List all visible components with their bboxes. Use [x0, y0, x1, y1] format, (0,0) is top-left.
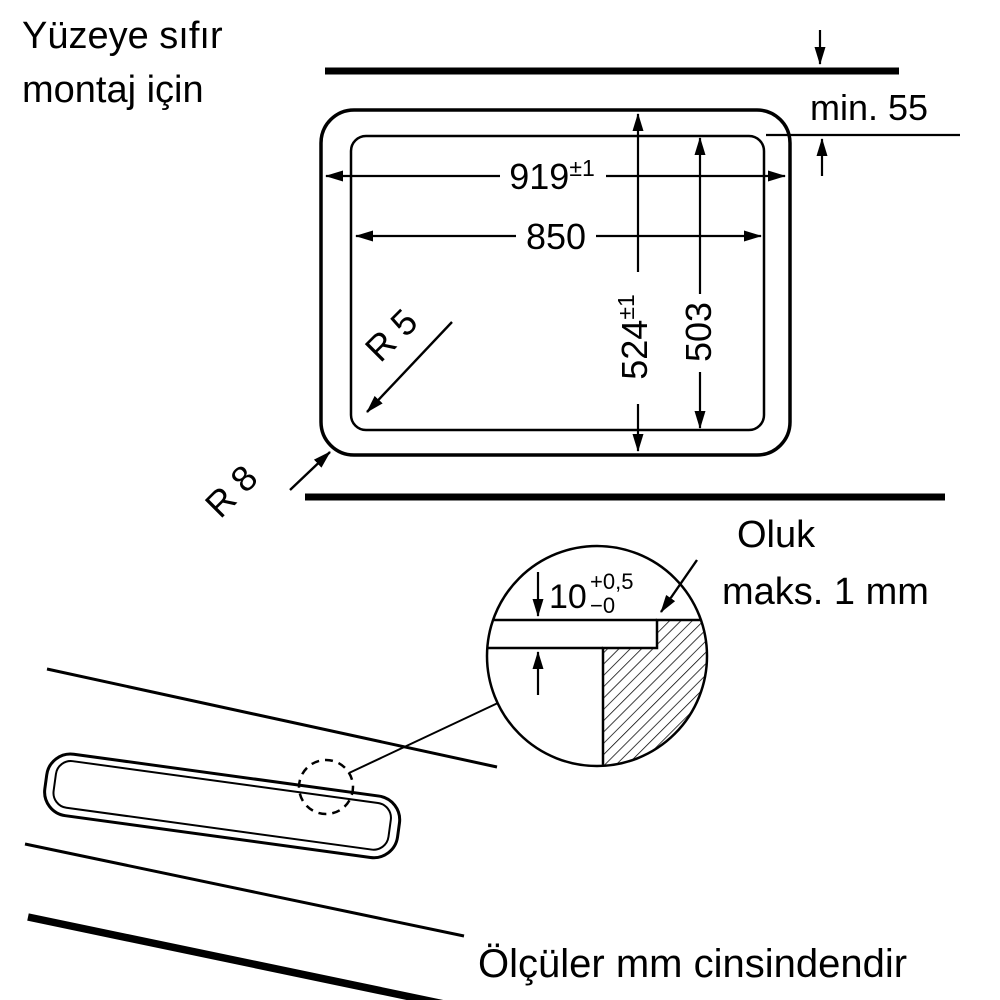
rebate-depth-label: 10	[549, 578, 587, 616]
dim-inner-height-mask	[684, 294, 716, 372]
dim-outer-height-mask	[620, 272, 656, 404]
cutout-perspective	[43, 752, 402, 860]
worktop-perspective-top-edge	[46, 667, 498, 769]
groove-arrow	[660, 559, 698, 613]
min-distance-label: min. 55	[810, 87, 928, 128]
outer-radius-arrow	[289, 451, 331, 491]
footer-note: Ölçüler mm cinsindendir	[478, 942, 907, 986]
dim-outer-height-label: 524±1	[613, 294, 655, 380]
groove-label-line1: Oluk	[737, 514, 816, 556]
detail-connector-line	[348, 701, 501, 774]
dim-inner-height-label: 503	[678, 302, 719, 362]
cutout-perspective-inner	[52, 760, 392, 851]
cutout-perspective-outer	[43, 752, 402, 860]
cutout-outer-rect	[319, 108, 792, 457]
rebate-depth-tol-minus: −0	[590, 593, 615, 618]
worktop-perspective-bottom-edge	[27, 913, 444, 1000]
outer-radius-label: R 8	[197, 457, 266, 526]
page-title-line1: Yüzeye sıfır	[22, 15, 223, 57]
inner-radius-arrow	[366, 321, 453, 413]
cutout-inner-rect	[349, 134, 766, 432]
worktop-perspective-front-edge	[24, 842, 465, 938]
rebate-depth-tol-plus: +0,5	[590, 569, 633, 594]
dim-outer-width-mask	[500, 160, 606, 193]
groove-label-line2: maks. 1 mm	[722, 571, 929, 613]
dim-inner-width-label: 850	[526, 216, 586, 257]
inner-radius-label: R 5	[357, 301, 426, 370]
dim-outer-width-label: 919±1	[509, 155, 595, 197]
detail-marker-circle	[297, 758, 355, 816]
dim-inner-width-mask	[516, 220, 596, 252]
page-title-line2: montaj için	[22, 69, 204, 111]
